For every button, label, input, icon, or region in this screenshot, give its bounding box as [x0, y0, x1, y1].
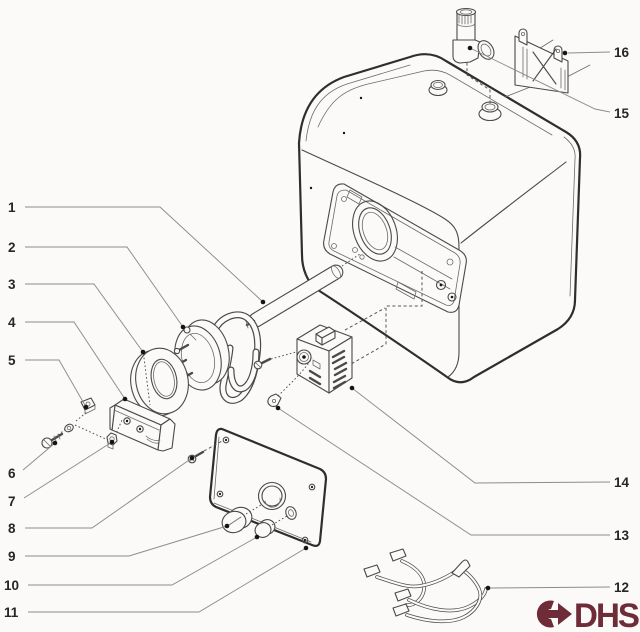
element-flange	[171, 319, 230, 391]
thermostat-projection-line2	[344, 307, 386, 331]
spade-terminal	[394, 588, 412, 602]
leader-line-1	[25, 206, 264, 303]
tank-bung-large	[478, 101, 502, 122]
callout-13: 13	[614, 528, 630, 543]
tank-bung-small	[428, 79, 448, 97]
fastener-set	[41, 397, 123, 450]
bullet-connector	[451, 559, 471, 578]
thermostat-screw	[253, 351, 297, 370]
leader-line-12	[489, 586, 611, 589]
leader-line-3	[25, 283, 144, 353]
thermostat-assembly	[253, 324, 353, 408]
leader-line-4	[25, 321, 126, 400]
spade-terminal	[392, 603, 410, 617]
callout-1: 1	[8, 200, 16, 215]
leader-line-10	[28, 536, 258, 586]
callout-labels: 1 2 3 4 5 6 7 8 9 10 11 12 13 14 15 16	[4, 45, 630, 620]
clip-13	[267, 357, 313, 408]
dhs-logo: DHS	[536, 597, 640, 632]
heating-element	[171, 311, 262, 404]
wall-bracket	[504, 28, 591, 98]
leader-line-5	[25, 359, 87, 408]
spade-terminal	[389, 548, 407, 562]
callout-8: 8	[8, 521, 16, 536]
callout-2: 2	[8, 240, 16, 255]
leader-line-2	[25, 246, 184, 328]
panel-small-hole	[285, 506, 297, 520]
tank-silhouette	[297, 53, 582, 384]
dhs-logo-text: DHS	[574, 597, 639, 632]
callout-3: 3	[8, 277, 16, 292]
keyhole-tab	[553, 45, 563, 63]
panel-element-hole	[257, 481, 287, 511]
leader-line-15	[469, 47, 611, 113]
callout-10: 10	[4, 578, 19, 593]
callout-12: 12	[614, 580, 629, 595]
callout-11: 11	[4, 605, 19, 620]
leader-line-11	[28, 547, 307, 613]
relief-valve	[452, 7, 495, 64]
leader-lines	[22, 45, 611, 613]
callout-6: 6	[8, 466, 16, 481]
leader-line-8	[25, 457, 193, 529]
tank-recess-panel	[323, 183, 467, 313]
callout-16: 16	[614, 45, 630, 60]
keyhole-tab	[518, 28, 528, 46]
tank-body-drawing	[297, 53, 582, 384]
screw-6	[41, 432, 64, 449]
element-bracket	[109, 398, 176, 452]
front-panel-assembly	[187, 427, 328, 547]
wiring-harness	[363, 548, 488, 624]
callout-15: 15	[614, 106, 630, 121]
hex-nut-7	[106, 432, 118, 450]
leader-line-7	[23, 441, 113, 499]
leader-line-14	[351, 387, 611, 484]
spade-terminal	[363, 564, 381, 578]
callout-7: 7	[8, 494, 16, 509]
callout-5: 5	[8, 353, 16, 368]
leader-line-6	[22, 442, 56, 471]
valve-projection-line	[466, 57, 491, 104]
callout-4: 4	[8, 315, 16, 330]
gasket	[130, 347, 189, 417]
callout-9: 9	[8, 549, 16, 564]
leader-line-13	[277, 407, 610, 536]
leader-line-9	[25, 525, 228, 557]
leader-line-16	[567, 51, 611, 54]
callout-14: 14	[614, 475, 630, 490]
thermostat-projection-line	[345, 271, 423, 368]
cap-10	[254, 515, 288, 538]
washer	[64, 423, 74, 433]
